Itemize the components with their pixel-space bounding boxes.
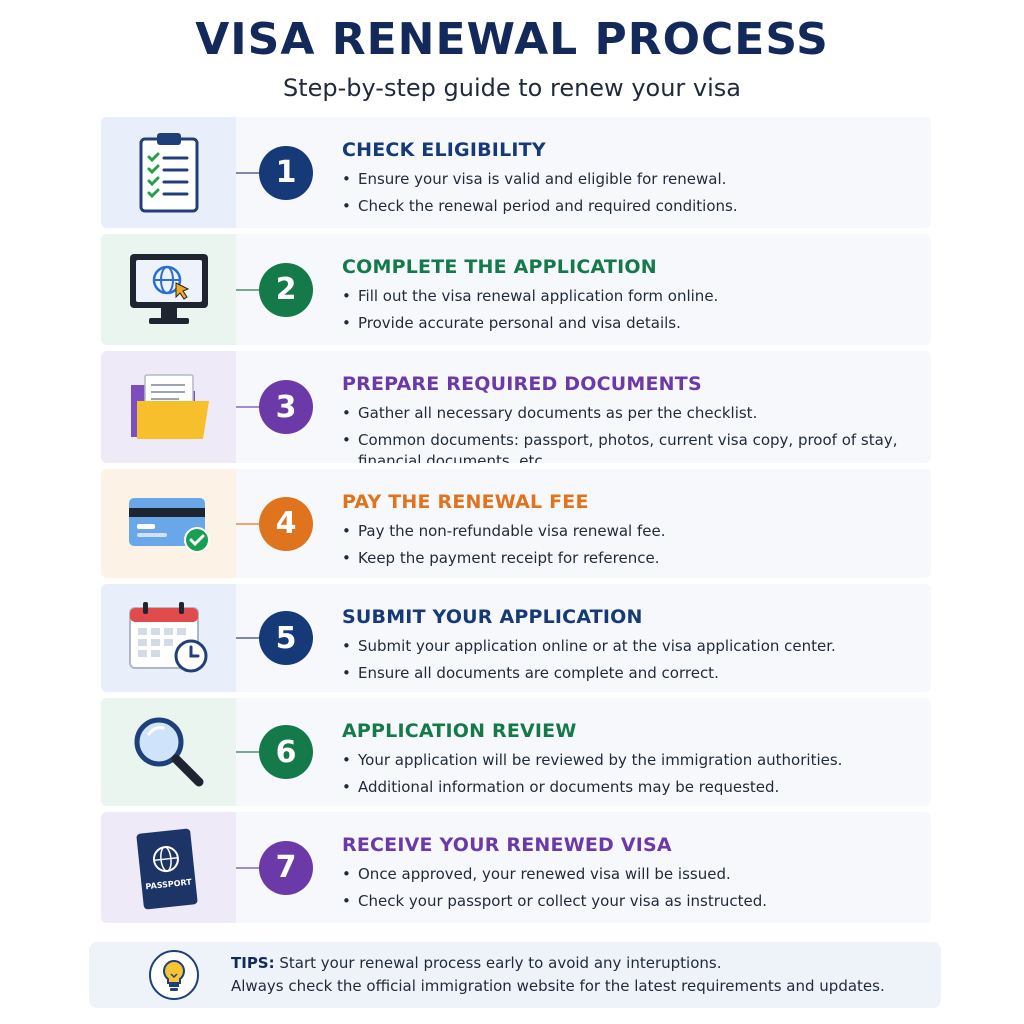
bullet-item: Your application will be reviewed by the…: [342, 750, 911, 771]
bullet-item: Check your passport or collect your visa…: [342, 891, 911, 912]
step-title: COMPLETE THE APPLICATION: [342, 256, 657, 278]
magnifying-glass-icon: [134, 717, 203, 787]
page-title: VISA RENEWAL PROCESS: [195, 14, 829, 65]
step-number-badge: 5: [259, 611, 313, 665]
tips-line-1: TIPS: Start your renewal process early t…: [231, 952, 931, 975]
tips-line-2: Always check the official immigration we…: [231, 977, 885, 995]
calendar-clock-icon: [128, 602, 207, 673]
step-title: PREPARE REQUIRED DOCUMENTS: [342, 373, 702, 395]
step-card-5: 5 SUBMIT YOUR APPLICATION Submit your ap…: [101, 584, 931, 692]
step-title: SUBMIT YOUR APPLICATION: [342, 606, 643, 628]
step-icon-box: [101, 698, 236, 806]
tips-line-1-text: Start your renewal process early to avoi…: [279, 954, 722, 972]
step-icon-box: [101, 469, 236, 578]
step-title: APPLICATION REVIEW: [342, 720, 577, 742]
step-connector: [236, 637, 262, 639]
bullet-item: Check the renewal period and required co…: [342, 196, 911, 217]
step-icon-box: [101, 584, 236, 692]
credit-card-check-icon: [128, 497, 210, 553]
step-card-4: 4 PAY THE RENEWAL FEE Pay the non-refund…: [101, 469, 931, 578]
bullet-item: Submit your application online or at the…: [342, 636, 911, 657]
step-content: PAY THE RENEWAL FEE Pay the non-refundab…: [342, 491, 911, 575]
step-connector: [236, 171, 262, 174]
bullet-item: Gather all necessary documents as per th…: [342, 403, 911, 424]
step-number-badge: 1: [259, 145, 313, 200]
step-title: CHECK ELIGIBILITY: [342, 139, 546, 161]
bullet-item: Additional information or documents may …: [342, 777, 911, 798]
folder-documents-icon: [130, 374, 209, 439]
bullet-item: Ensure all documents are complete and co…: [342, 663, 911, 684]
lightbulb-icon: [149, 950, 199, 1000]
step-card-1: 1 CHECK ELIGIBILITY Ensure your visa is …: [101, 117, 931, 228]
step-bullets: Once approved, your renewed visa will be…: [342, 864, 911, 912]
step-bullets: Ensure your visa is valid and eligible f…: [342, 169, 911, 217]
step-content: APPLICATION REVIEW Your application will…: [342, 720, 911, 804]
bullet-item: Pay the non-refundable visa renewal fee.: [342, 521, 911, 542]
step-bullets: Fill out the visa renewal application fo…: [342, 286, 911, 334]
bullet-item: Fill out the visa renewal application fo…: [342, 286, 911, 307]
step-number-badge: 7: [259, 840, 313, 895]
step-connector: [236, 406, 262, 408]
tips-label: TIPS:: [231, 954, 275, 972]
step-number-badge: 6: [259, 725, 313, 779]
tips-text: TIPS: Start your renewal process early t…: [231, 952, 931, 998]
step-content: PREPARE REQUIRED DOCUMENTS Gather all ne…: [342, 373, 911, 463]
step-icon-box: [101, 351, 236, 463]
step-number-badge: 4: [259, 496, 313, 551]
step-content: SUBMIT YOUR APPLICATION Submit your appl…: [342, 606, 911, 690]
bullet-item: Once approved, your renewed visa will be…: [342, 864, 911, 885]
step-content: CHECK ELIGIBILITY Ensure your visa is va…: [342, 139, 911, 223]
passport-icon: PASSPORT: [136, 828, 197, 909]
bullet-item: Provide accurate personal and visa detai…: [342, 313, 911, 334]
tips-box: TIPS: Start your renewal process early t…: [89, 942, 941, 1008]
step-connector: [236, 288, 262, 291]
step-connector: [236, 522, 262, 525]
step-bullets: Submit your application online or at the…: [342, 636, 911, 684]
step-bullets: Your application will be reviewed by the…: [342, 750, 911, 798]
step-number-badge: 2: [259, 262, 313, 317]
computer-globe-icon: [129, 253, 208, 324]
step-card-2: 2 COMPLETE THE APPLICATION Fill out the …: [101, 234, 931, 345]
bullet-item: Ensure your visa is valid and eligible f…: [342, 169, 911, 190]
step-number-badge: 3: [259, 380, 313, 434]
step-content: RECEIVE YOUR RENEWED VISA Once approved,…: [342, 834, 911, 918]
page-subtitle: Step-by-step guide to renew your visa: [282, 74, 741, 102]
bullet-item: Keep the payment receipt for reference.: [342, 548, 911, 569]
step-icon-box: [101, 234, 236, 345]
step-card-6: 6 APPLICATION REVIEW Your application wi…: [101, 698, 931, 806]
step-content: COMPLETE THE APPLICATION Fill out the vi…: [342, 256, 911, 340]
step-icon-box: [101, 117, 236, 228]
step-bullets: Pay the non-refundable visa renewal fee.…: [342, 521, 911, 569]
step-bullets: Gather all necessary documents as per th…: [342, 403, 911, 463]
step-icon-box: PASSPORT: [101, 812, 236, 923]
step-connector: [236, 866, 262, 869]
bullet-item: Common documents: passport, photos, curr…: [342, 430, 911, 463]
step-title: PAY THE RENEWAL FEE: [342, 491, 589, 513]
step-card-3: 3 PREPARE REQUIRED DOCUMENTS Gather all …: [101, 351, 931, 463]
step-title: RECEIVE YOUR RENEWED VISA: [342, 834, 672, 856]
clipboard-checklist-icon: [139, 132, 198, 212]
step-connector: [236, 751, 262, 753]
step-card-7: PASSPORT 7 RECEIVE YOUR RENEWED VISA Onc…: [101, 812, 931, 923]
